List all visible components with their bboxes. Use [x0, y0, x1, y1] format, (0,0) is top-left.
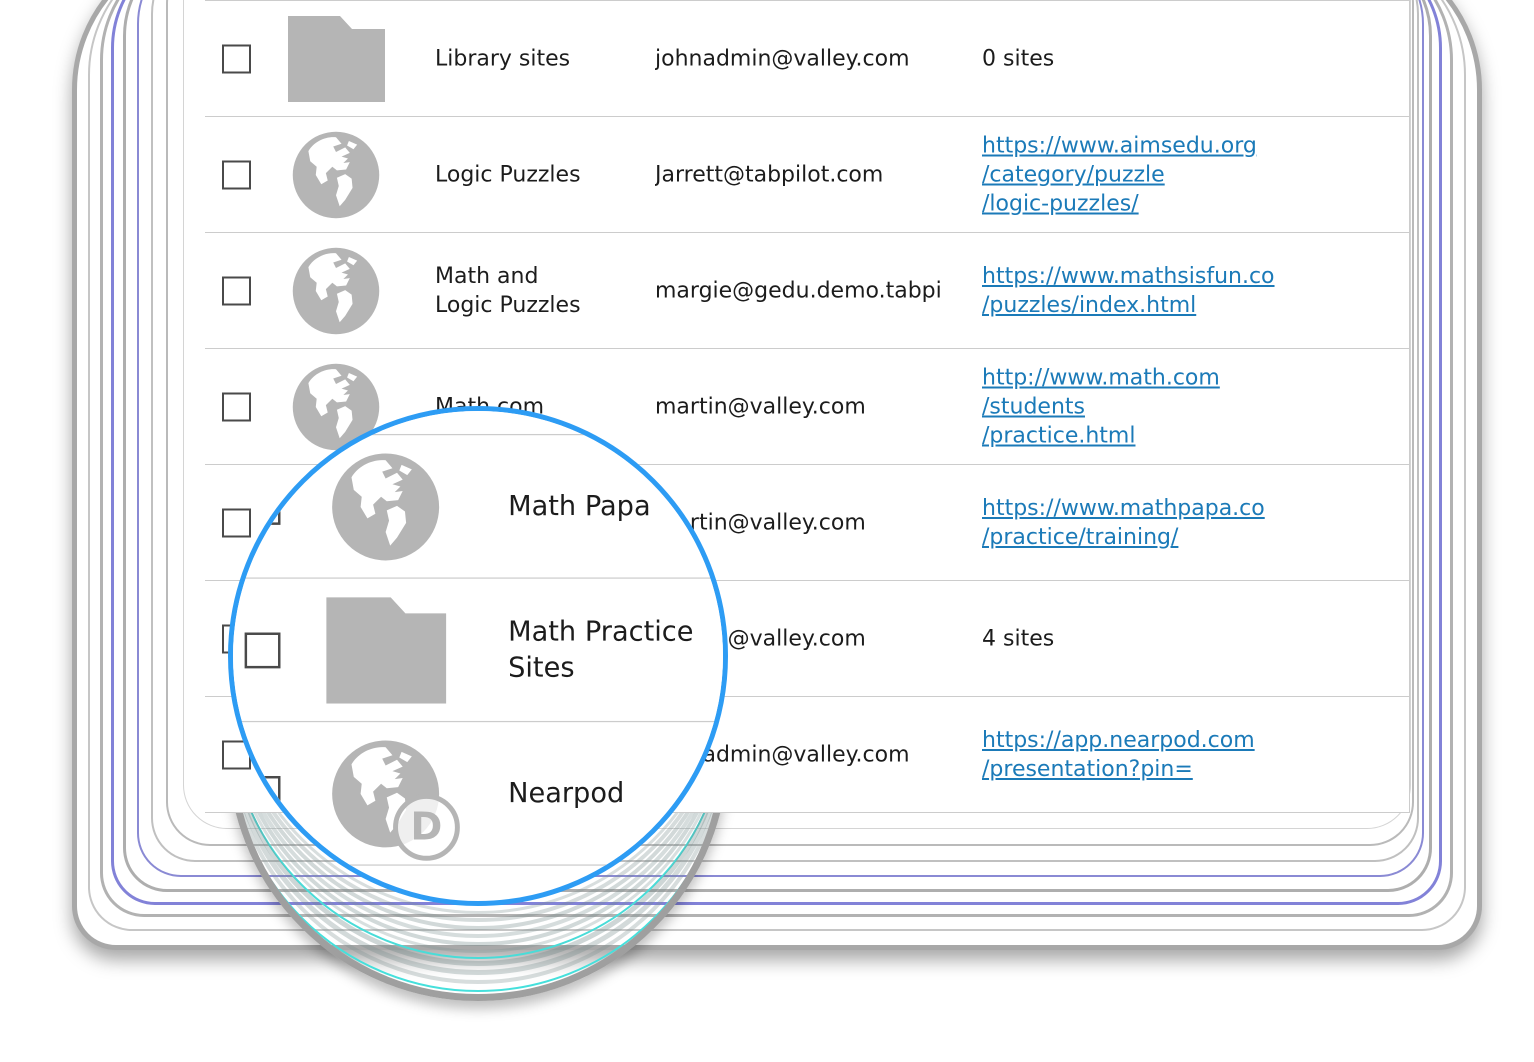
- site-url-line[interactable]: https://www.mathpapa.co: [982, 495, 1265, 521]
- site-url-line[interactable]: https://app.nearpod.com: [982, 727, 1255, 753]
- table-row: Logic Puzzles Jarrett@tabpilot.com https:/…: [205, 117, 1409, 233]
- folder-icon: [325, 596, 446, 704]
- site-url-link[interactable]: https://www.aimsedu.org/category/puzzle /…: [982, 131, 1314, 218]
- owner-email: Jarrett@tabpilot.com: [655, 162, 884, 187]
- sites-count: 4 sites: [982, 626, 1055, 651]
- table-row: Library sites johnadmin@valley.com 0 sites: [205, 1, 1409, 117]
- site-name: Library sites: [435, 44, 649, 73]
- folder-icon: [287, 15, 385, 102]
- site-url-line[interactable]: http://www.math.com: [982, 365, 1220, 390]
- row-icon-cell: [314, 596, 457, 704]
- site-url-line[interactable]: /practice/training/: [982, 524, 1179, 550]
- site-name-line: Sites: [508, 652, 575, 684]
- site-name: Logic Puzzles: [435, 160, 649, 189]
- site-url-line[interactable]: https://www.aimsedu.org: [982, 133, 1257, 158]
- row-icon-cell: D: [314, 736, 460, 861]
- globe-icon: [329, 449, 443, 563]
- site-url-line[interactable]: /practice.html: [982, 423, 1136, 448]
- site-url-line[interactable]: /logic-puzzles/: [982, 191, 1139, 216]
- row-value: https://app.nearpod.com/presentation?pin…: [982, 726, 1314, 784]
- row-value: https://www.mathsisfun.co/puzzles/index.…: [982, 262, 1314, 320]
- site-url-line[interactable]: /category/puzzle: [982, 162, 1165, 187]
- site-name: Math Papa: [508, 488, 723, 524]
- table-row: Math.commartin@valley.comhttp://www.math…: [233, 411, 723, 436]
- site-url-line[interactable]: /presentation?pin=: [982, 756, 1193, 782]
- row-value: https://www.mathpapa.co/practice/trainin…: [982, 494, 1314, 552]
- site-name-line: Library sites: [435, 46, 571, 71]
- globe-icon: [290, 245, 382, 337]
- site-url-link[interactable]: https://www.mathsisfun.co/puzzles/index.…: [982, 262, 1314, 320]
- site-url-link[interactable]: https://app.nearpod.com/presentation?pin…: [982, 726, 1314, 784]
- row-value: 0 sites: [982, 44, 1314, 73]
- row-icon-cell: [278, 15, 394, 102]
- site-name-line: Logic Puzzles: [435, 292, 581, 318]
- row-value: 4 sites: [982, 624, 1314, 653]
- site-url-line[interactable]: https://www.mathsisfun.co: [982, 263, 1275, 289]
- row-value: http://www.math.com/students/practice.ht…: [982, 363, 1314, 450]
- site-name-line: Logic Puzzles: [435, 162, 581, 187]
- site-url-line[interactable]: /students: [982, 394, 1085, 419]
- site-name-line: Math and: [435, 263, 539, 289]
- globe-icon: [290, 129, 382, 221]
- table-row: DNearpodjohnadmin@valley.comhttps://app.…: [233, 722, 723, 866]
- row-icon-cell: [314, 449, 457, 563]
- row-icon-cell: [278, 245, 394, 337]
- globe-icon: [329, 411, 443, 420]
- site-name: Nearpod: [508, 775, 723, 811]
- site-name-line: Nearpod: [508, 777, 625, 809]
- site-url-link[interactable]: https://www.mathpapa.co/practice/trainin…: [982, 494, 1314, 552]
- row-checkbox[interactable]: [222, 276, 251, 305]
- site-name-line: Math Papa: [508, 490, 651, 522]
- globe-default-icon: D: [329, 736, 460, 861]
- row-checkbox[interactable]: [222, 160, 251, 189]
- sites-count: 0 sites: [982, 46, 1055, 71]
- site-name-line: Math Practice: [508, 616, 694, 648]
- row-icon-cell: [314, 411, 457, 420]
- row-icon-cell: [278, 129, 394, 221]
- site-url-link[interactable]: http://www.math.com/students/practice.ht…: [982, 363, 1314, 450]
- row-checkbox[interactable]: [244, 775, 281, 812]
- row-checkbox[interactable]: [222, 44, 251, 73]
- site-url-line[interactable]: /puzzles/index.html: [982, 292, 1197, 318]
- row-value: https://www.aimsedu.org/category/puzzle /…: [982, 131, 1314, 218]
- row-checkbox[interactable]: [244, 631, 281, 668]
- owner-email: johnadmin@valley.com: [655, 46, 910, 71]
- owner-email: margie@gedu.demo.tabpi: [655, 278, 942, 303]
- row-checkbox[interactable]: [244, 488, 281, 525]
- table-row: Math Papamartin@valley.comhttps://www.ma…: [233, 435, 723, 579]
- default-badge: D: [393, 793, 460, 861]
